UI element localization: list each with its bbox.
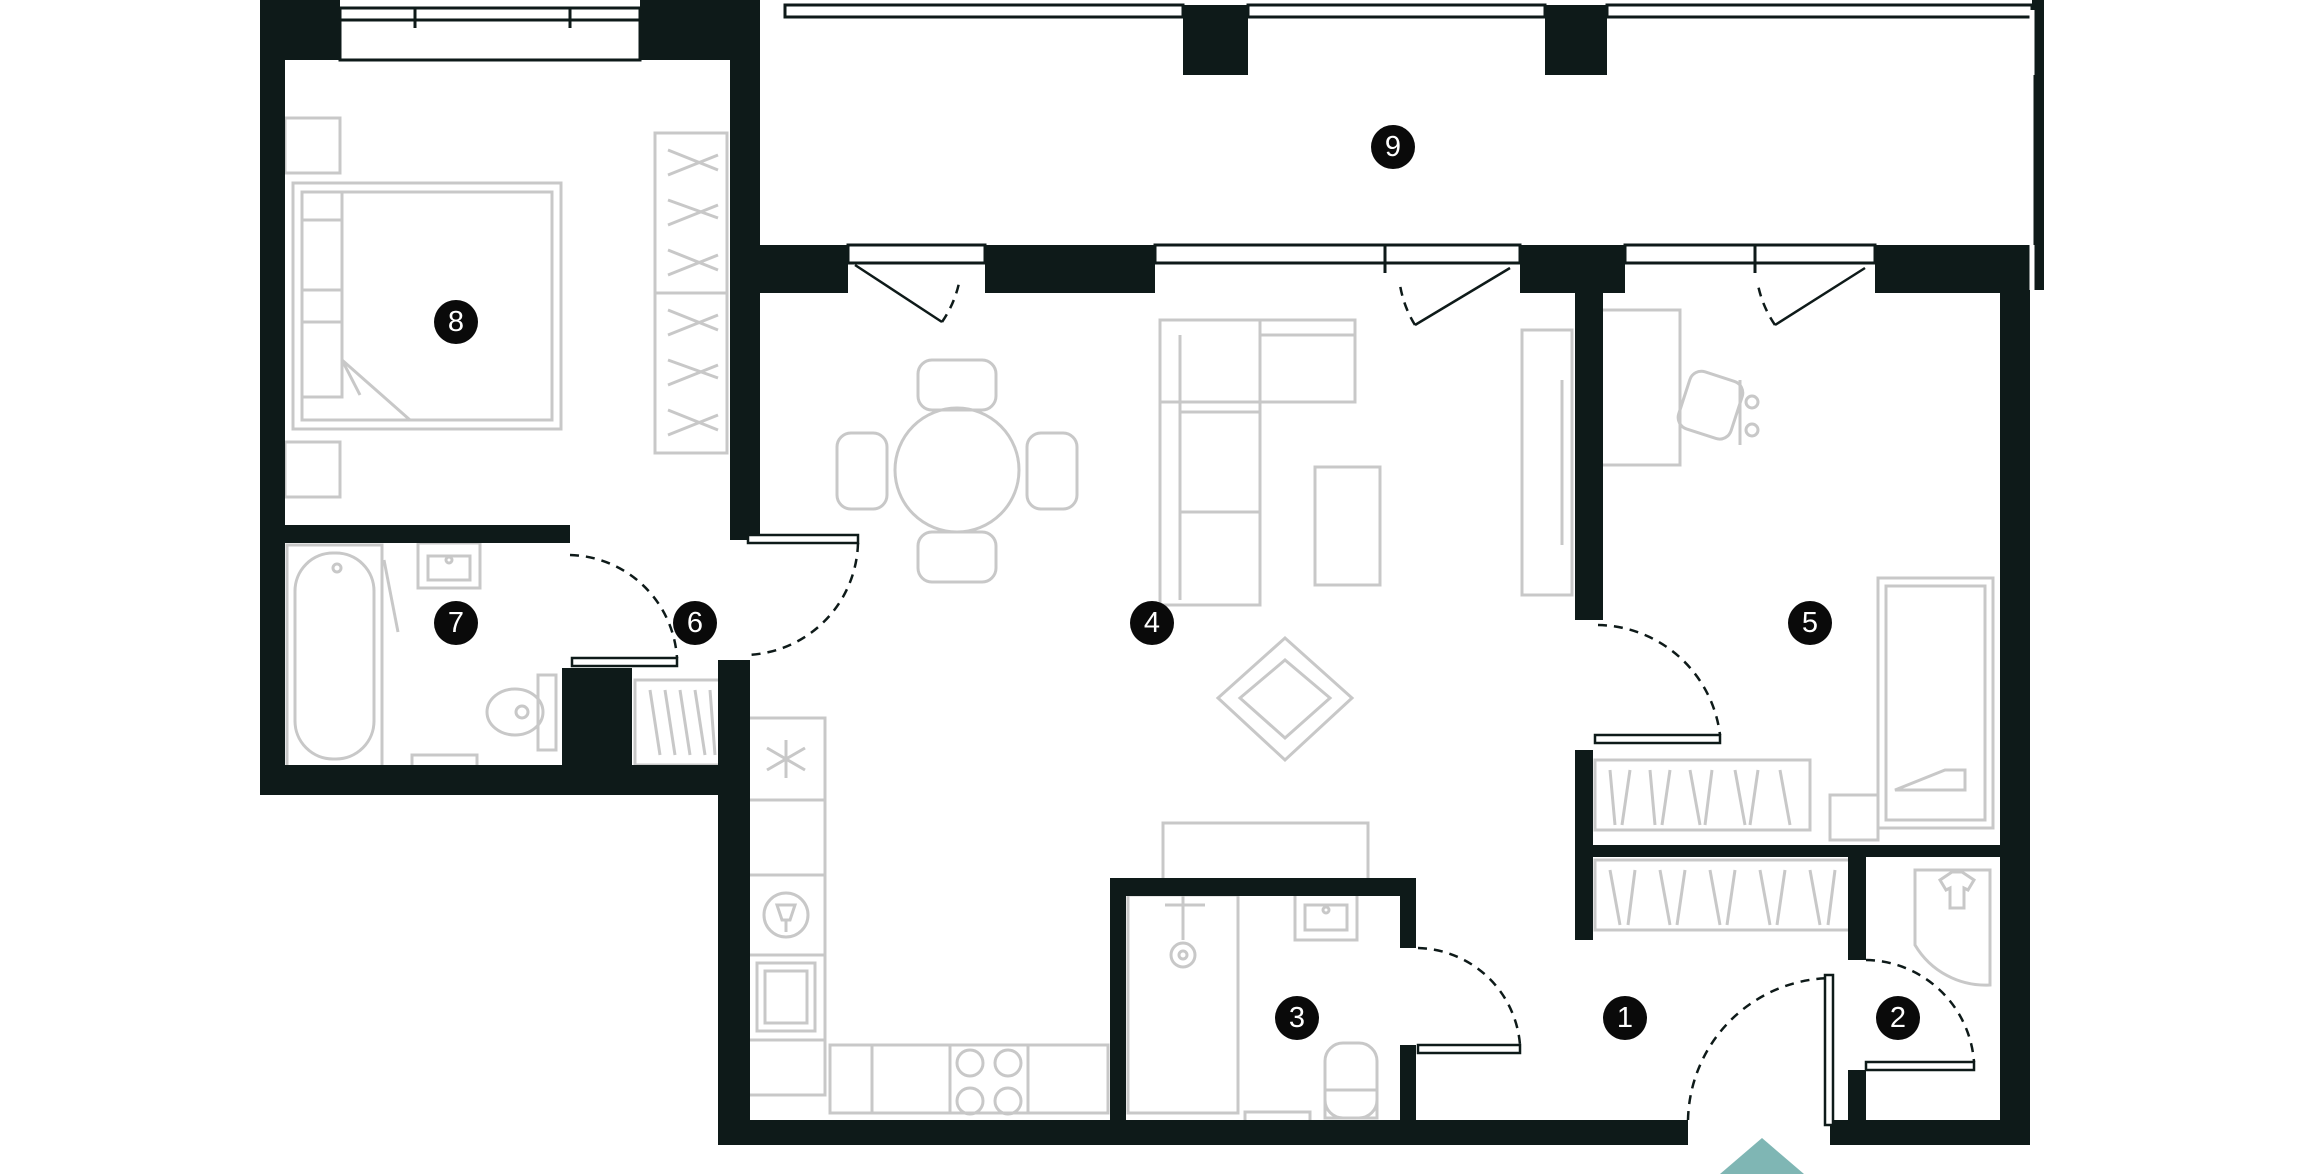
windows [338, 3, 2037, 290]
wardrobe-icon [633, 678, 727, 767]
single-bed-icon [1876, 576, 1995, 830]
fridge-icon [766, 740, 806, 778]
svg-text:1: 1 [1617, 1002, 1633, 1034]
wardrobe-icon [1593, 758, 1812, 832]
entrance-arrow-icon [1720, 1138, 1804, 1174]
svg-text:8: 8 [448, 306, 464, 338]
walls [260, 0, 2044, 1145]
svg-text:4: 4 [1144, 607, 1160, 639]
cooktop-icon [955, 1048, 1023, 1116]
svg-text:3: 3 [1289, 1002, 1305, 1034]
nightstand [1828, 793, 1880, 842]
dishwasher-icon [762, 891, 810, 939]
room-marker-1: 1 [1603, 996, 1647, 1040]
room-markers: 1 2 3 4 5 6 7 8 [434, 125, 1920, 1040]
office-chair-icon [1676, 369, 1760, 445]
room-marker-5: 5 [1788, 601, 1832, 645]
room-marker-6: 6 [673, 601, 717, 645]
sofa-icon [1158, 318, 1357, 607]
room-marker-7: 7 [434, 601, 478, 645]
coffee-table [1313, 465, 1382, 587]
toilet-icon [485, 673, 558, 752]
clothes-rack-icon [1913, 868, 1992, 987]
room-marker-4: 4 [1130, 601, 1174, 645]
furniture [283, 116, 1995, 1124]
svg-text:5: 5 [1802, 607, 1818, 639]
shower-icon [1126, 893, 1240, 1115]
desk-icon [1598, 308, 1682, 467]
svg-text:9: 9 [1385, 131, 1401, 163]
svg-text:6: 6 [687, 607, 703, 639]
toilet-icon [1323, 1041, 1379, 1120]
room-marker-3: 3 [1275, 996, 1319, 1040]
dining-table-icon [835, 358, 1079, 584]
doors [569, 263, 1976, 1127]
wardrobe-icon [1593, 858, 1852, 932]
tv-stand-icon [1520, 328, 1574, 597]
bathtub-icon [285, 543, 400, 769]
sink-icon [416, 541, 482, 590]
wardrobe-icon [653, 131, 729, 455]
sink-icon [1293, 890, 1359, 942]
oven-icon [755, 961, 817, 1033]
room-marker-8: 8 [434, 300, 478, 344]
room-marker-9: 9 [1371, 125, 1415, 169]
double-bed-icon [283, 116, 563, 499]
kitchen-units [745, 716, 1110, 1115]
armchair-icon [1215, 635, 1355, 763]
svg-text:2: 2 [1890, 1002, 1906, 1034]
svg-text:7: 7 [448, 607, 464, 639]
console-table [1161, 821, 1370, 883]
room-marker-2: 2 [1876, 996, 1920, 1040]
